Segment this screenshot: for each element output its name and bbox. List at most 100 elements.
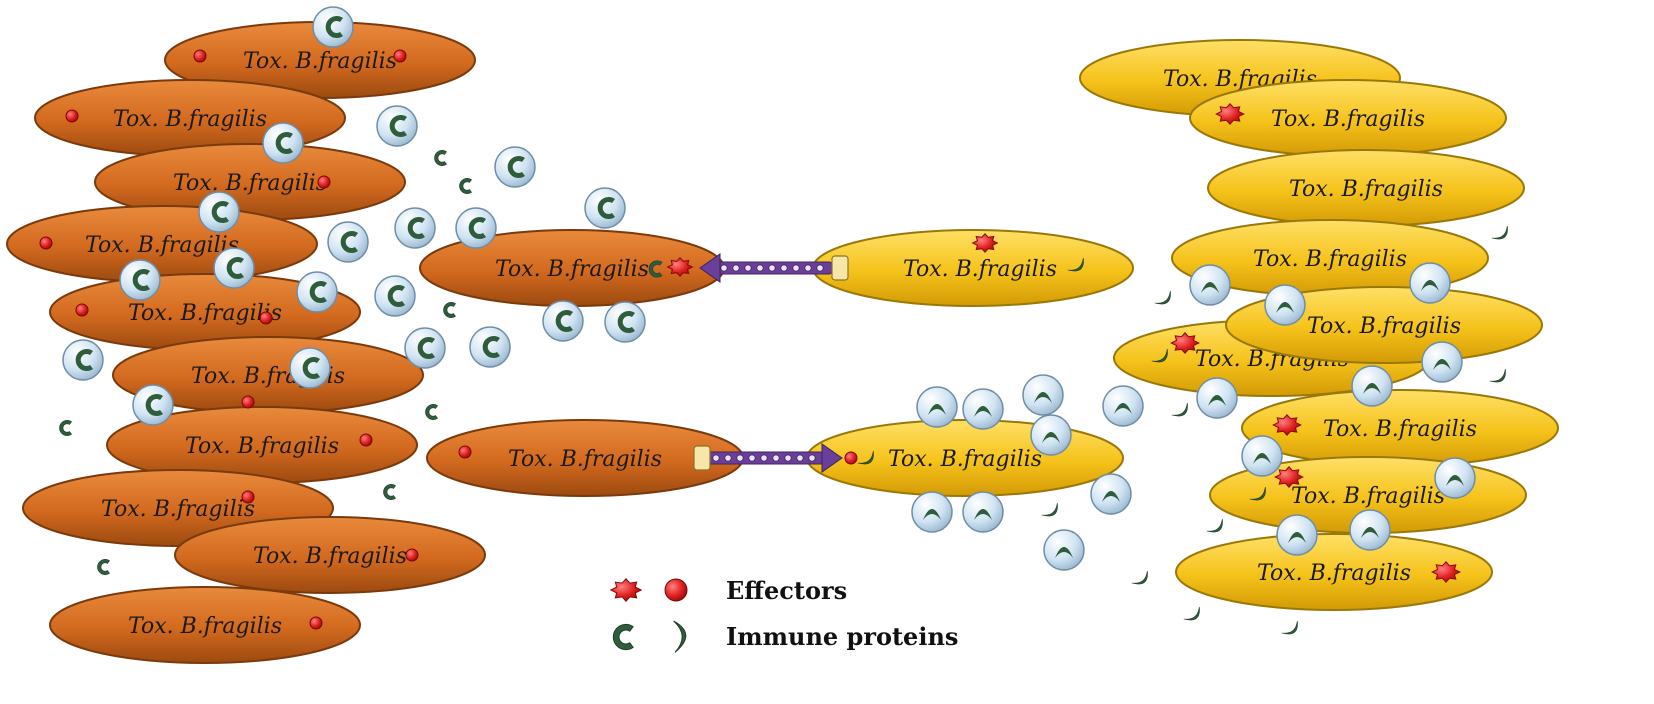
immune-crescent-icon	[974, 406, 992, 417]
legend-immune-proteins-label: Immune proteins	[726, 622, 958, 651]
immune-c-icon	[340, 231, 358, 253]
immune-crescent-icon	[1249, 487, 1266, 501]
bubbled-immune-crescent-icon	[911, 491, 953, 533]
cell-label: Tox. B.fragilis	[128, 301, 282, 326]
cell-label: Tox. B.fragilis	[903, 257, 1057, 282]
immune-c-icon	[226, 257, 244, 279]
bubbled-immune-crescent-icon	[1264, 284, 1306, 326]
bubbled-immune-c-icon	[469, 326, 511, 368]
immune-c-icon	[309, 281, 327, 303]
bubbled-immune-c-icon	[198, 191, 240, 233]
orange-cell: Tox. B.fragilis	[94, 143, 406, 221]
bubbled-immune-crescent-icon	[916, 386, 958, 428]
effector-blob-icon	[609, 578, 643, 602]
bubbled-immune-crescent-icon	[962, 491, 1004, 533]
orange-cell: Tox. B.fragilis	[174, 516, 486, 594]
immune-crescent-icon	[1361, 527, 1379, 538]
cell-label: Tox. B.fragilis	[243, 49, 397, 74]
bubbled-immune-crescent-icon	[1276, 514, 1318, 556]
orange-cell: Tox. B.fragilis	[106, 406, 418, 484]
effector-dot-icon	[75, 303, 89, 317]
cell-label: Tox. B.fragilis	[495, 257, 649, 282]
effector-dot-icon	[65, 109, 79, 123]
effector-blob-icon	[1272, 414, 1302, 436]
immune-crescent-icon	[1131, 571, 1148, 585]
effector-dot-icon	[241, 490, 255, 504]
effector-dot-icon	[259, 311, 273, 325]
immune-c-icon	[482, 336, 500, 358]
immune-c-icon	[443, 302, 456, 318]
effector-dot-icon	[193, 49, 207, 63]
bubbled-immune-crescent-icon	[1102, 385, 1144, 427]
immune-crescent-icon	[1171, 403, 1188, 417]
immune-crescent-icon	[1288, 532, 1306, 543]
immune-crescent-icon	[1041, 503, 1058, 517]
secretion-injector-icon	[699, 253, 849, 283]
immune-crescent-icon	[923, 509, 941, 520]
cell-label: Tox. B.fragilis	[1291, 484, 1445, 509]
marker-group	[39, 6, 1508, 635]
bubbled-immune-crescent-icon	[1351, 365, 1393, 407]
immune-c-icon	[302, 357, 320, 379]
legend-immune-row: Immune proteins	[612, 620, 958, 653]
orange-cell: Tox. B.fragilis	[6, 205, 318, 283]
bubbled-immune-crescent-icon	[1022, 374, 1064, 416]
immune-c-icon	[417, 337, 435, 359]
immune-c-icon	[325, 16, 343, 38]
cell-label: Tox. B.fragilis	[1289, 177, 1443, 202]
immune-crescent-icon	[1201, 282, 1219, 293]
immune-c-icon	[507, 156, 525, 178]
immune-crescent-icon	[1102, 491, 1120, 502]
yellow-cell: Tox. B.fragilis	[812, 229, 1134, 307]
immune-c-icon	[617, 311, 635, 333]
effector-blob-icon	[971, 233, 999, 253]
immune-c-icon	[459, 178, 472, 194]
effector-blob-icon	[1431, 561, 1461, 583]
immune-crescent-icon	[1114, 403, 1132, 414]
bubbled-immune-c-icon	[213, 247, 255, 289]
immune-c-icon	[597, 197, 615, 219]
effector-dot-icon	[359, 433, 373, 447]
immune-crescent-icon	[1034, 392, 1052, 403]
immune-c-icon	[387, 285, 405, 307]
immune-c-icon	[75, 349, 93, 371]
immune-c-icon	[407, 217, 425, 239]
immune-crescent-icon	[1281, 621, 1298, 635]
immune-c-icon	[389, 115, 407, 137]
cell-label: Tox. B.fragilis	[253, 544, 407, 569]
cell-label: Tox. B.fragilis	[1257, 561, 1411, 586]
effector-blob-icon	[666, 257, 694, 277]
cell-label: Tox. B.fragilis	[508, 447, 662, 472]
immune-crescent-icon	[1253, 453, 1271, 464]
orange-cell-body	[49, 586, 361, 664]
immune-crescent-icon	[673, 620, 687, 653]
immune-crescent-icon	[1055, 547, 1073, 558]
cell-label: Tox. B.fragilis	[1253, 247, 1407, 272]
immune-crescent-icon	[1489, 369, 1506, 383]
effector-dot-icon	[39, 236, 53, 250]
bubbled-immune-crescent-icon	[1196, 377, 1238, 419]
bubbled-immune-c-icon	[494, 146, 536, 188]
immune-crescent-icon	[1421, 280, 1439, 291]
bubbled-immune-c-icon	[62, 339, 104, 381]
immune-c-icon	[145, 394, 163, 416]
immune-crescent-icon	[1206, 519, 1223, 533]
immune-crescent-icon	[928, 404, 946, 415]
bubbled-immune-crescent-icon	[1090, 473, 1132, 515]
effector-blob-icon	[1215, 103, 1245, 125]
immune-crescent-icon	[857, 451, 874, 465]
cell-label: Tox. B.fragilis	[1307, 314, 1461, 339]
immune-crescent-icon	[1276, 302, 1294, 313]
bubbled-immune-c-icon	[132, 384, 174, 426]
immune-crescent-icon	[1183, 607, 1200, 621]
immune-crescent-icon	[1042, 432, 1060, 443]
bubbled-immune-crescent-icon	[1241, 435, 1283, 477]
cell-label: Tox. B.fragilis	[85, 233, 239, 258]
secretion-link-group	[693, 253, 849, 473]
yellow-cell: Tox. B.fragilis	[1241, 389, 1559, 467]
bubbled-immune-crescent-icon	[1434, 457, 1476, 499]
effector-dot-icon	[393, 49, 407, 63]
cell-label: Tox. B.fragilis	[1323, 417, 1477, 442]
